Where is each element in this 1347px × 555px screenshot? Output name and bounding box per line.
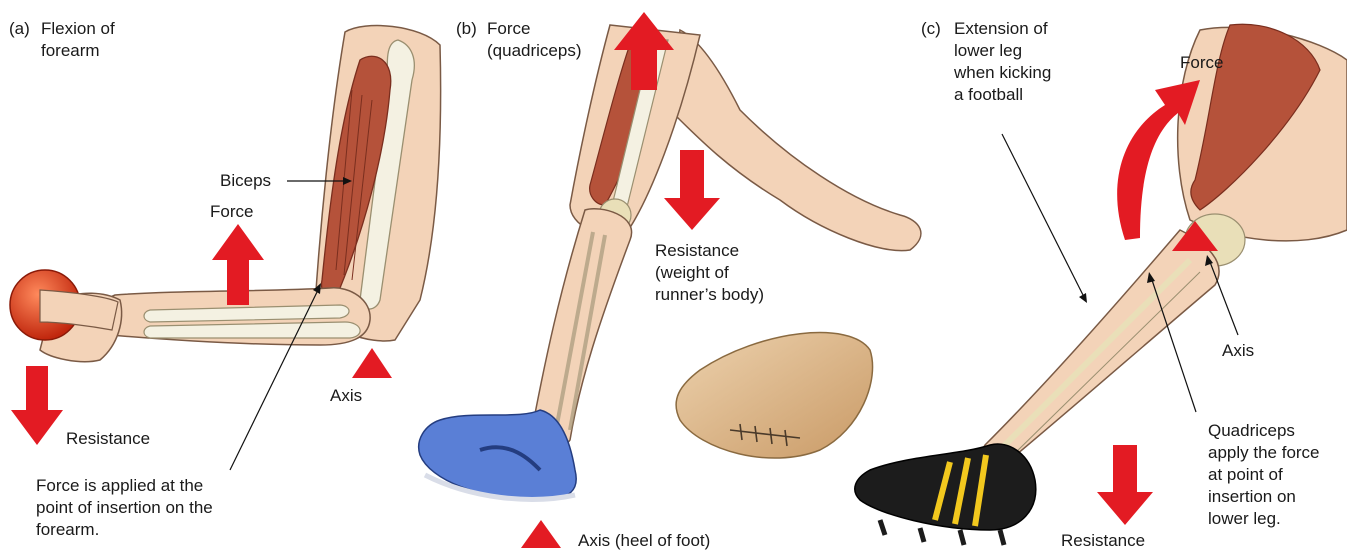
insertion-note-a: Force is applied at the point of inserti… — [36, 475, 213, 541]
panel-c-tag: (c) — [921, 18, 941, 40]
axis-label-a: Axis — [330, 385, 362, 407]
running-shoe — [419, 410, 577, 500]
football — [676, 333, 872, 458]
panel-b-title: Force (quadriceps) — [487, 18, 582, 62]
panel-a-illustration — [10, 26, 441, 470]
axis-triangle-b — [521, 520, 561, 548]
force-label-a: Force — [210, 201, 253, 223]
quadriceps-note-c: Quadriceps apply the force at point of i… — [1208, 420, 1320, 530]
axis-label-b: Axis (heel of foot) — [578, 530, 710, 552]
panel-b-tag: (b) — [456, 18, 477, 40]
resistance-arrow-a — [11, 366, 63, 445]
resistance-label-a: Resistance — [66, 428, 150, 450]
panel-c-title: Extension of lower leg when kicking a fo… — [954, 18, 1051, 106]
resistance-label-c: Resistance — [1061, 530, 1145, 552]
panel-a-title: Flexion of forearm — [41, 18, 115, 62]
resistance-arrow-c — [1097, 445, 1153, 525]
resistance-arrow-b — [664, 150, 720, 230]
panel-a-tag: (a) — [9, 18, 30, 40]
biceps-label: Biceps — [220, 170, 271, 192]
axis-triangle-a — [352, 348, 392, 378]
force-label-c: Force — [1180, 52, 1223, 74]
axis-label-c: Axis — [1222, 340, 1254, 362]
resistance-label-b: Resistance (weight of runner’s body) — [655, 240, 764, 306]
back-leg — [670, 30, 921, 251]
